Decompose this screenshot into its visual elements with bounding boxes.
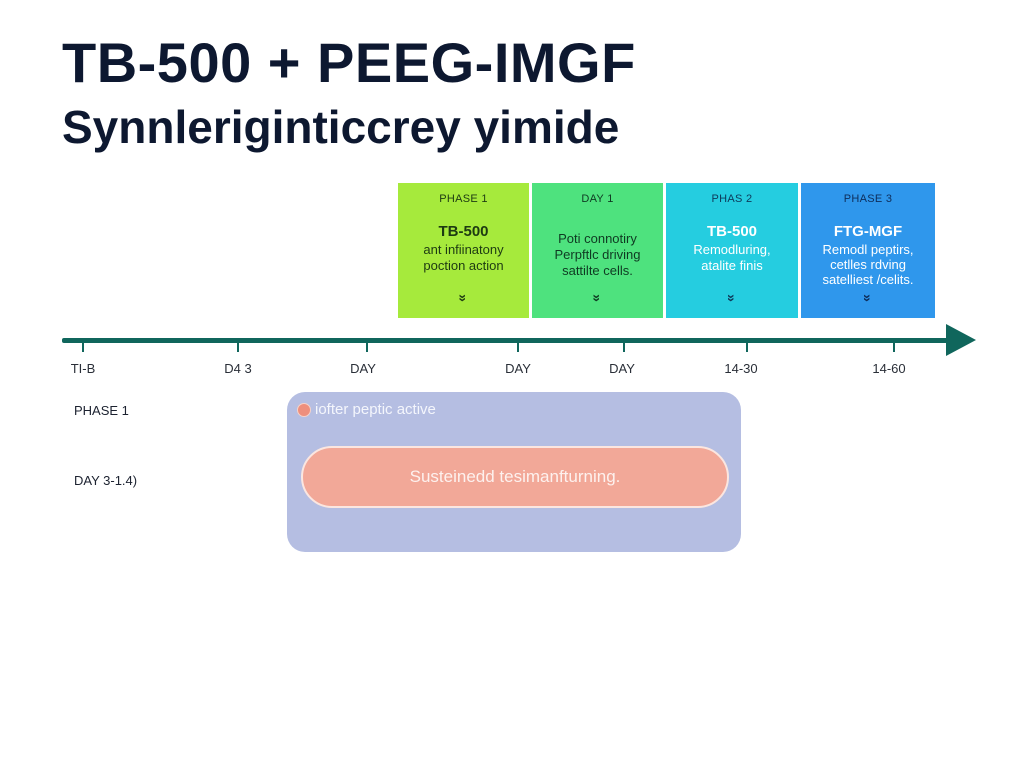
timeline-axis bbox=[62, 338, 962, 343]
card-desc: Poti connotiry Perpftlc driving sattilte… bbox=[554, 231, 641, 278]
card-name: FTG-MGF bbox=[833, 223, 903, 240]
card-desc: ant infiinatony poction action bbox=[423, 242, 504, 273]
chevron-down-icon[interactable]: » bbox=[455, 294, 472, 302]
status-text: iofter peptic active bbox=[315, 401, 436, 418]
card-header: PHASE 3 bbox=[843, 193, 893, 205]
card-name: TB-500 bbox=[438, 223, 489, 240]
axis-tick-label: DAY bbox=[350, 361, 376, 376]
page-title: TB-500 + PEEG-IMGF bbox=[62, 31, 636, 94]
chevron-down-icon[interactable]: » bbox=[589, 294, 606, 302]
phase-card-1[interactable]: PHASE 1 TB-500 ant infiinatony poction a… bbox=[398, 183, 529, 318]
phase-card-2[interactable]: DAY 1 Poti connotiry Perpftlc driving sa… bbox=[532, 183, 663, 318]
card-desc: Remodl peptirs, cetlles rdving satellies… bbox=[822, 242, 914, 287]
axis-tick bbox=[237, 338, 239, 352]
axis-tick-label: TI-B bbox=[70, 361, 96, 376]
axis-tick-label: 14-30 bbox=[724, 361, 758, 376]
chevron-down-icon[interactable]: » bbox=[860, 294, 876, 302]
status-dot-icon bbox=[297, 403, 311, 417]
phase-card-3[interactable]: PHAS 2 TB-500 Remodluring, atalite finis… bbox=[666, 183, 798, 318]
row-label-day: DAY 3-1.4) bbox=[74, 473, 138, 488]
axis-tick bbox=[517, 338, 519, 352]
phase-card-4[interactable]: PHASE 3 FTG-MGF Remodl peptirs, cetlles … bbox=[801, 183, 935, 318]
axis-tick-label: 14-60 bbox=[872, 361, 906, 376]
axis-tick bbox=[82, 338, 84, 352]
card-name: TB-500 bbox=[706, 223, 758, 240]
axis-tick bbox=[893, 338, 895, 352]
card-header: PHASE 1 bbox=[439, 193, 488, 205]
axis-tick-label: DAY bbox=[609, 361, 635, 376]
sustained-phase-pill[interactable]: Susteinedd tesimanfturning. bbox=[301, 446, 729, 508]
detail-panel: iofter peptic active Susteinedd tesimanf… bbox=[287, 392, 741, 552]
axis-tick-label: D4 3 bbox=[224, 361, 252, 376]
axis-tick bbox=[623, 338, 625, 352]
card-header: DAY 1 bbox=[581, 193, 614, 205]
row-label-phase: PHASE 1 bbox=[74, 403, 129, 418]
arrow-right-icon bbox=[946, 324, 976, 356]
page-subtitle: Synnleriginticcrey yimide bbox=[62, 101, 620, 153]
axis-tick bbox=[746, 338, 748, 352]
card-desc: Remodluring, atalite finis bbox=[693, 242, 771, 273]
card-header: PHAS 2 bbox=[711, 193, 753, 205]
chevron-down-icon[interactable]: » bbox=[724, 294, 740, 302]
axis-tick-label: DAY bbox=[505, 361, 531, 376]
axis-tick bbox=[366, 338, 368, 352]
